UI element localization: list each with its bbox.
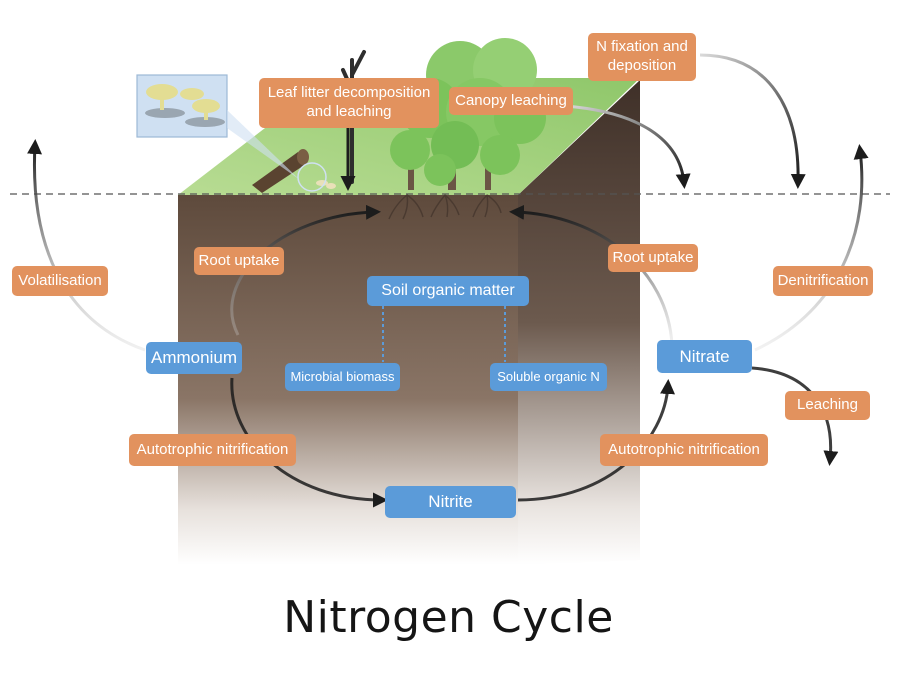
arrow-n-fixation (699, 53, 806, 189)
n-fixation-line2: deposition (607, 57, 677, 74)
leaf-litter-label: Leaf litter decomposition and leaching (259, 78, 439, 128)
ammonium-label: Ammonium (146, 342, 242, 374)
fungi-inset-icon (136, 74, 327, 192)
diagram-title: Nitrogen Cycle (283, 592, 614, 643)
autotrophic-nitrification-left-label: Autotrophic nitrification (129, 434, 296, 466)
root-uptake-right-label: Root uptake (608, 244, 698, 272)
leaching-label: Leaching (785, 391, 870, 420)
leaf-litter-line1: Leaf litter decomposition (267, 84, 431, 102)
microbial-biomass-label: Microbial biomass (285, 363, 400, 391)
arrow-denitrification (754, 144, 869, 352)
roots-icon (388, 194, 502, 220)
volatilisation-label: Volatilisation (12, 266, 108, 296)
leaf-litter-line2: and leaching (306, 103, 392, 120)
n-fixation-label: N fixation and deposition (588, 33, 696, 81)
autotrophic-nitrification-right-label: Autotrophic nitrification (600, 434, 768, 466)
arrow-volatilisation (27, 139, 146, 352)
root-uptake-left-label: Root uptake (194, 247, 284, 275)
soluble-organic-n-label: Soluble organic N (490, 363, 607, 391)
arrow-canopy-leaching (564, 104, 691, 189)
denitrification-label: Denitrification (773, 266, 873, 296)
fallen-log-icon (252, 149, 336, 193)
soil-organic-matter-label: Soil organic matter (367, 276, 529, 306)
nitrite-label: Nitrite (385, 486, 516, 518)
canopy-leaching-label: Canopy leaching (449, 87, 573, 115)
nitrate-label: Nitrate (657, 340, 752, 373)
n-fixation-line1: N fixation and (596, 38, 688, 56)
